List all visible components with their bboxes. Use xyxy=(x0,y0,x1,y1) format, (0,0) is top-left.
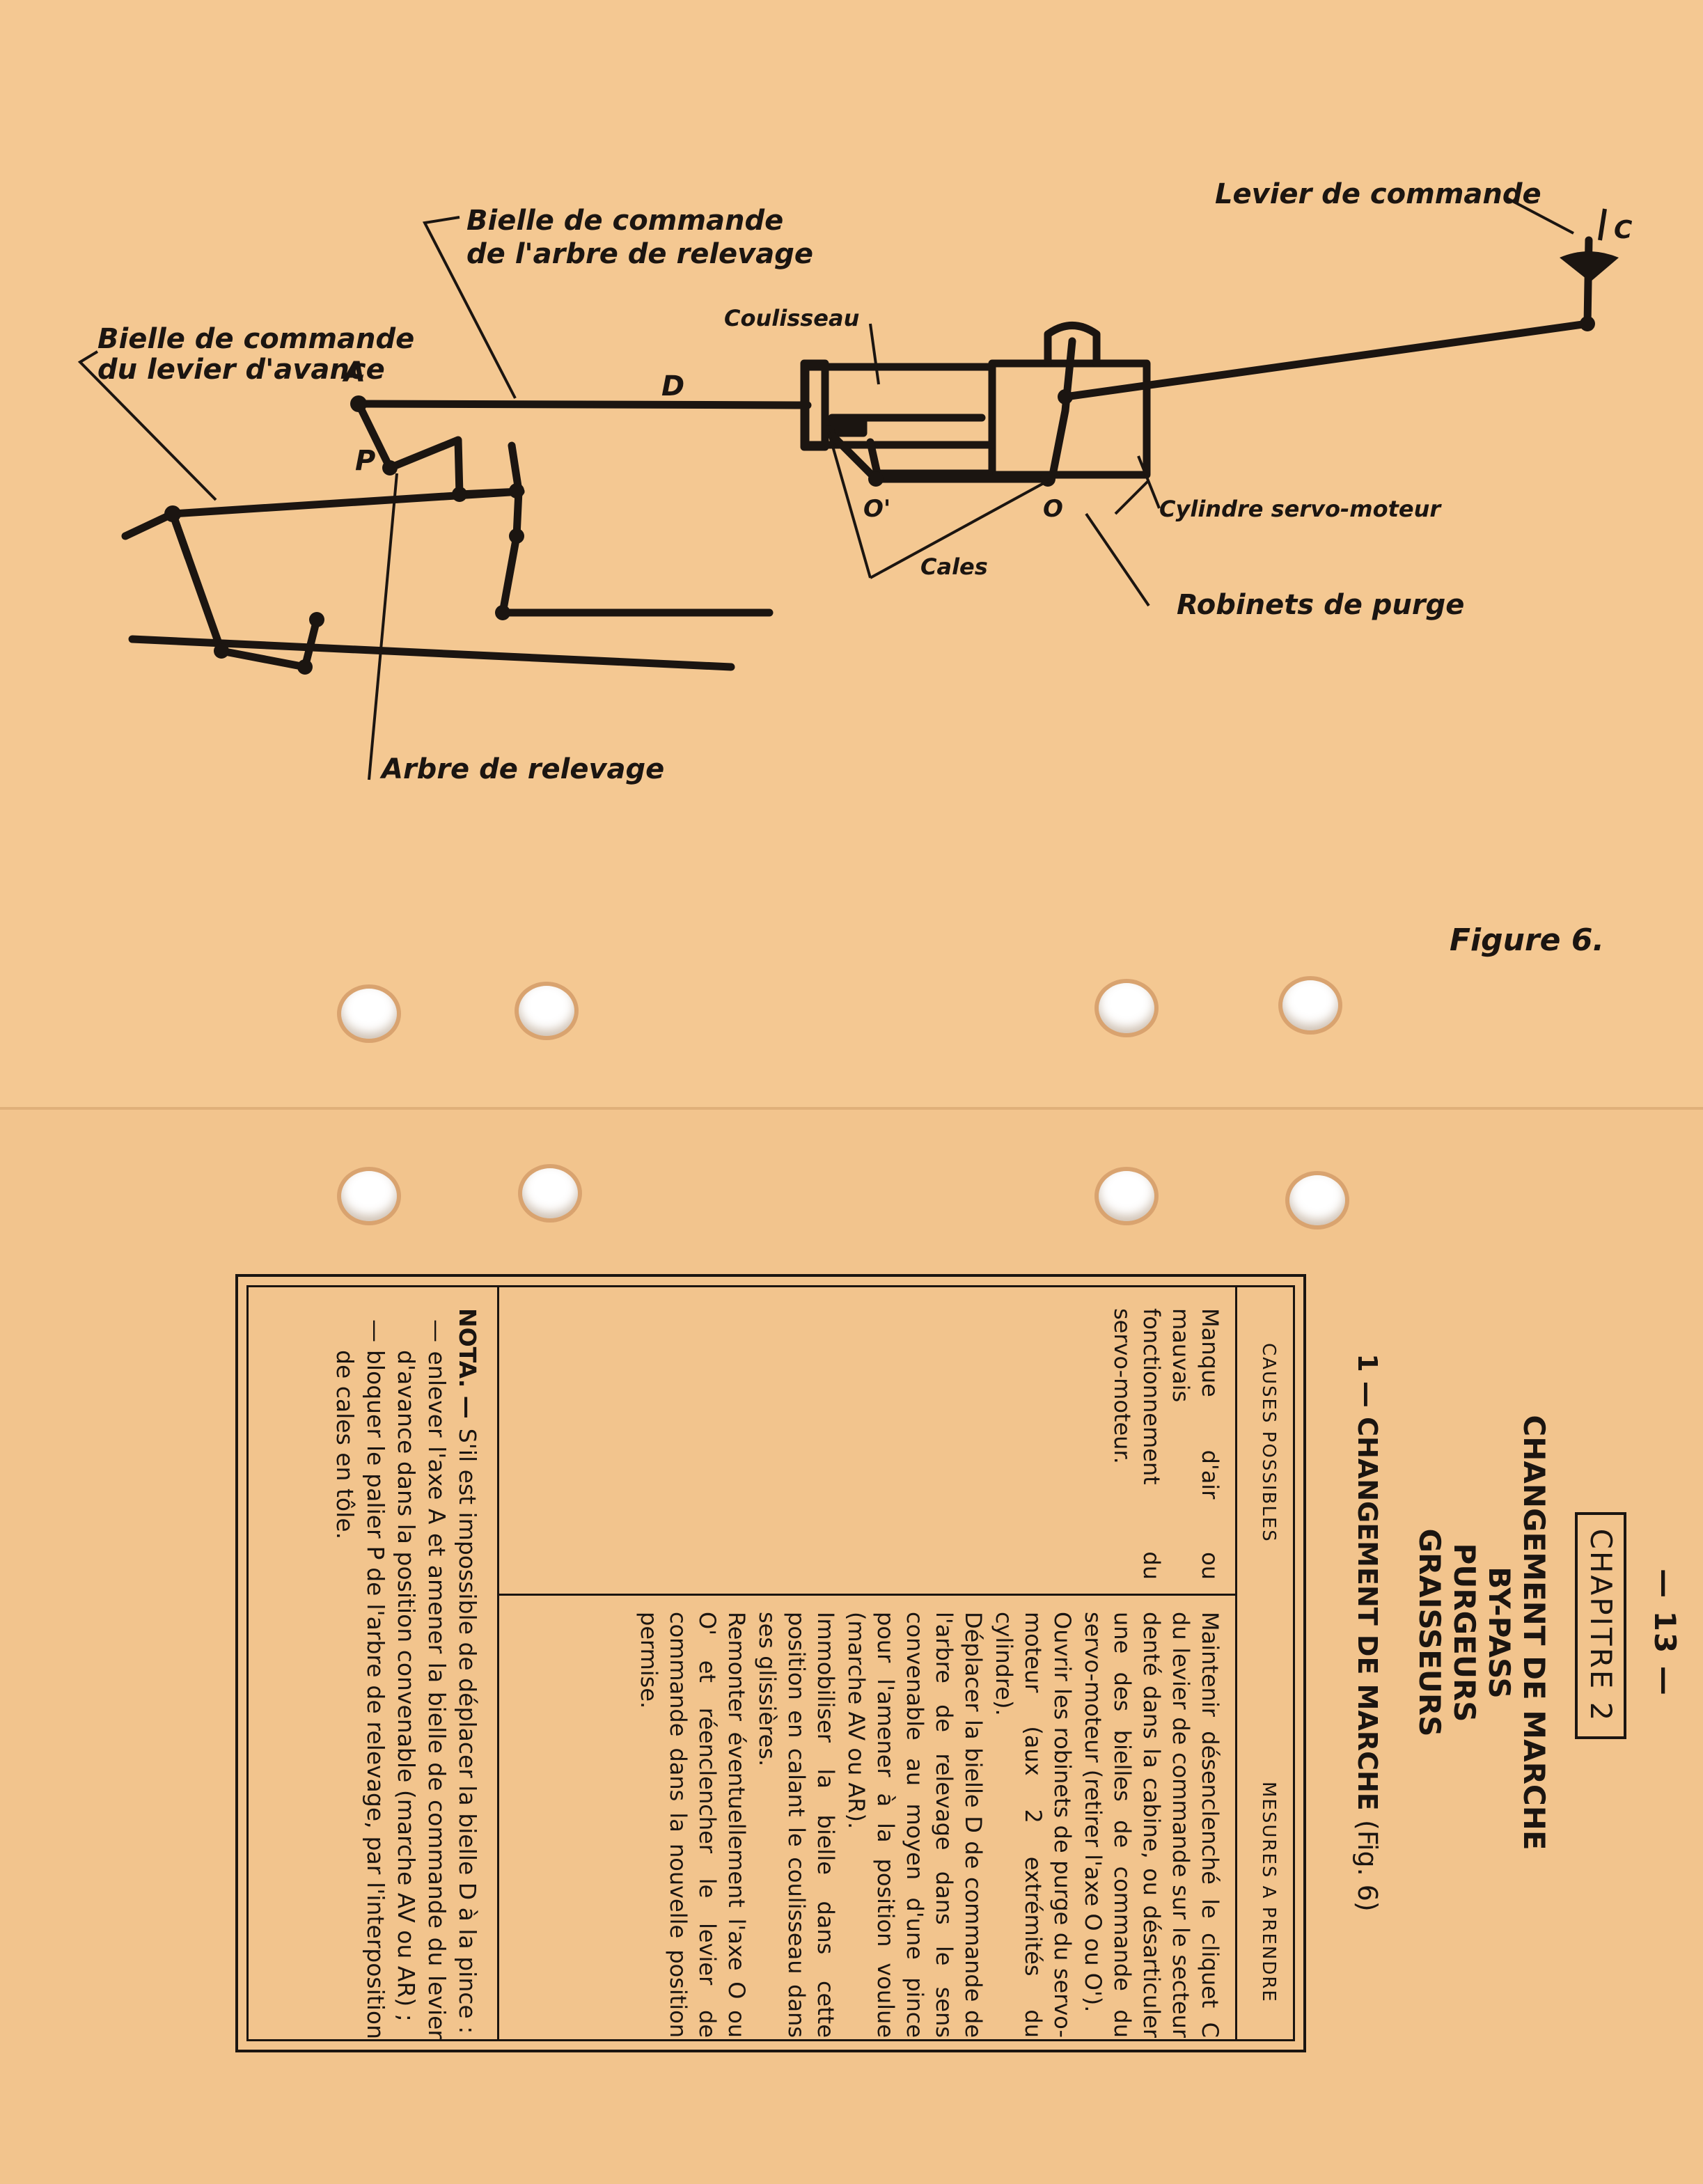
joint-c xyxy=(1580,316,1595,331)
toothed-sector xyxy=(1560,251,1619,282)
cales-block xyxy=(828,414,868,437)
bielle-levier-avance xyxy=(121,510,177,540)
measures-cell: Maintenir désenclenché le cliquet C du l… xyxy=(633,1612,1225,2038)
joint-a xyxy=(350,395,367,412)
sheet-fold xyxy=(0,1107,1703,1110)
nota-label: NOTA. — xyxy=(454,1308,481,1419)
figure-6-diagram: Bielle de commande de l'arbre de relevag… xyxy=(77,178,1633,958)
label-c: C xyxy=(1614,216,1633,244)
label-arbre: Arbre de relevage xyxy=(379,753,664,785)
joint xyxy=(509,483,524,498)
bielle-d xyxy=(354,400,812,409)
joint-o-prime xyxy=(868,471,884,487)
punch-hole xyxy=(341,989,397,1039)
nota-block: NOTA. — S'il est impossible de déplacer l… xyxy=(329,1308,482,2039)
label-robinets: Robinets de purge xyxy=(1177,589,1464,621)
label-p: P xyxy=(355,445,375,477)
table-rule xyxy=(1235,1287,1237,2039)
section-heading: 1 — CHANGEMENT DE MARCHE (Fig. 6) xyxy=(1352,1211,1383,2054)
nota-item: — enlever l'axe A et amener la bielle de… xyxy=(393,1319,450,2039)
nota-intro: S'il est impossible de déplacer la biell… xyxy=(454,1428,481,2034)
cause-cell: Manque d'air ou mauvais fonctionnement d… xyxy=(1109,1308,1223,1580)
punch-hole xyxy=(522,1168,578,1218)
section-ref: (Fig. 6) xyxy=(1352,1820,1383,1912)
label-cales: Cales xyxy=(920,553,988,580)
joint xyxy=(1058,389,1073,404)
joint xyxy=(214,643,229,659)
lower-sheet xyxy=(0,1108,1703,2184)
measure-item: Ouvrir les robinets de purge du servo-mo… xyxy=(991,1612,1076,2038)
label-cylindre: Cylindre servo-moteur xyxy=(1159,496,1442,522)
joint xyxy=(309,612,324,627)
cylinder-lug xyxy=(1044,322,1101,368)
measure-item: Remonter éventuellement l'axe O ou O' et… xyxy=(636,1612,750,2038)
punch-hole xyxy=(1289,1175,1345,1225)
title-line: BY-PASS xyxy=(1482,1566,1516,1699)
label-o: O xyxy=(1043,495,1063,523)
measure-item: Maintenir désenclenché le cliquet C du l… xyxy=(1080,1612,1223,2038)
punch-hole xyxy=(1099,983,1154,1033)
joint xyxy=(495,605,510,620)
lower-linkage xyxy=(168,510,321,671)
label-d: D xyxy=(661,370,684,402)
table-rule xyxy=(497,1287,499,2039)
punch-hole xyxy=(341,1171,397,1221)
lever-arm xyxy=(499,441,774,617)
label-levier: Levier de commande xyxy=(1215,178,1541,210)
page-number: — 13 — xyxy=(1648,1569,1682,1697)
title-line: CHANGEMENT DE MARCHE xyxy=(1517,1415,1551,1851)
joint xyxy=(164,505,181,522)
label-coulisseau: Coulisseau xyxy=(724,305,859,331)
table-frame: CAUSES POSSIBLES MESURES A PRENDRE Manqu… xyxy=(235,1274,1306,2052)
measure-item: Déplacer la bielle D de commande de l'ar… xyxy=(843,1612,987,2038)
control-rod xyxy=(1061,320,1592,401)
lower-rail xyxy=(128,635,735,671)
punch-hole xyxy=(1282,980,1338,1030)
measure-item: Immobiliser la bielle dans cette positio… xyxy=(754,1612,839,2038)
nota-item: — bloquer le palier P de l'arbre de rele… xyxy=(331,1319,389,2039)
coulisseau-end xyxy=(800,359,829,451)
linkage-p xyxy=(354,400,464,498)
section-title: 1 — CHANGEMENT DE MARCHE xyxy=(1352,1353,1383,1811)
title-line: GRAISSEURS xyxy=(1413,1528,1447,1737)
nota-intro-line: NOTA. — S'il est impossible de déplacer l… xyxy=(452,1308,482,2039)
column-divider xyxy=(499,1594,1237,1596)
measures-header: MESURES A PRENDRE xyxy=(1258,1782,1279,2003)
punch-hole xyxy=(519,986,574,1036)
causes-header: CAUSES POSSIBLES xyxy=(1258,1343,1279,1543)
label-o-prime: O' xyxy=(863,495,890,523)
label-bielle-levier: Bielle de commande du levier d'avance xyxy=(97,323,424,386)
figure-caption: Figure 6. xyxy=(1450,922,1604,958)
joint xyxy=(382,460,398,476)
servo-rod xyxy=(1049,337,1076,479)
upper-sheet xyxy=(0,0,1703,1108)
page-header: — 13 — CHAPITRE 2 CHANGEMENT DE MARCHE B… xyxy=(1278,1211,1703,2054)
label-a: A xyxy=(342,356,366,388)
punch-hole xyxy=(1099,1171,1154,1221)
title-line: PURGEURS xyxy=(1447,1543,1482,1722)
joint xyxy=(509,528,524,544)
table-inner: CAUSES POSSIBLES MESURES A PRENDRE Manqu… xyxy=(246,1285,1295,2041)
chapter-box: CHAPITRE 2 xyxy=(1575,1512,1626,1739)
rotated-page: — 13 — CHAPITRE 2 CHANGEMENT DE MARCHE B… xyxy=(77,1211,1703,2054)
label-bielle-arbre: Bielle de commande de l'arbre de relevag… xyxy=(466,205,813,270)
joint xyxy=(297,659,313,675)
joint xyxy=(452,487,467,502)
